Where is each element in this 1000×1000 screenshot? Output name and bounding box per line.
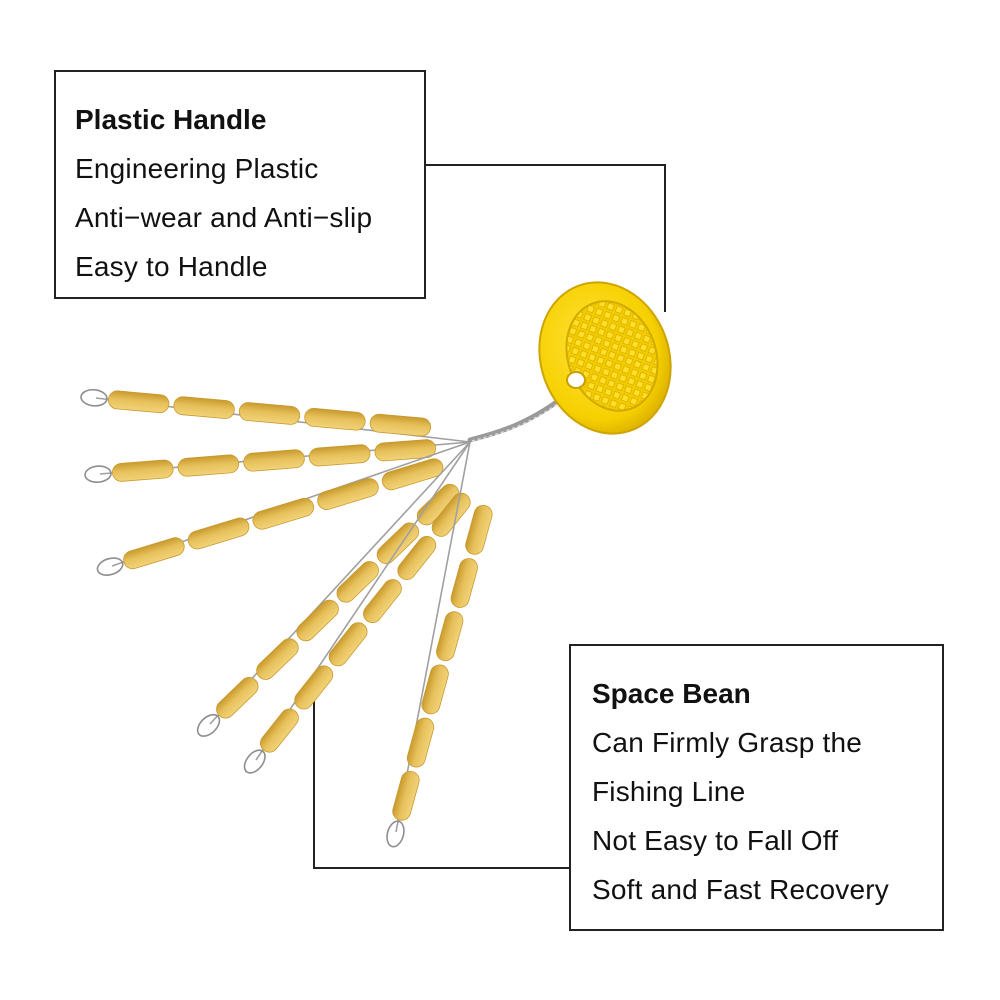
handle-hole <box>566 371 586 389</box>
space-bean <box>392 770 420 821</box>
space-bean <box>294 665 334 710</box>
space-bean <box>216 677 259 719</box>
strand-wire <box>255 441 471 761</box>
callout-title: Plastic Handle <box>75 104 267 135</box>
space-bean <box>112 459 174 482</box>
handle-leader-line <box>426 164 666 312</box>
callout-line: Easy to Handle <box>75 251 268 282</box>
strand-wire <box>209 441 471 725</box>
space-bean <box>243 449 305 472</box>
space-bean <box>308 444 371 467</box>
space-bean <box>374 439 437 462</box>
callout-line: Engineering Plastic <box>75 153 319 184</box>
callout-line: Not Easy to Fall Off <box>592 825 839 856</box>
space-bean <box>187 517 250 550</box>
strand-loop-tip <box>84 465 112 483</box>
space-bean <box>328 622 368 667</box>
bean-strands <box>80 388 493 848</box>
callout-line: Can Firmly Grasp the <box>592 727 863 758</box>
space-bean <box>363 579 402 624</box>
strand-loop-tip <box>243 749 266 774</box>
callout-title: Space Bean <box>592 678 751 709</box>
callout-line: Anti−wear and Anti−slip <box>75 202 373 233</box>
strand-loop-tip <box>96 557 124 576</box>
callout-line: Soft and Fast Recovery <box>592 874 889 905</box>
space-bean <box>173 396 235 419</box>
plastic-handle-callout: Plastic Handle Engineering Plastic Anti−… <box>54 70 426 299</box>
space-bean <box>296 599 339 642</box>
space-bean <box>238 402 301 425</box>
space-bean <box>431 492 471 537</box>
plastic-handle-disc <box>538 281 672 435</box>
space-bean <box>369 413 432 437</box>
space-bean <box>406 717 435 768</box>
space-bean <box>259 708 299 753</box>
space-bean <box>123 537 185 570</box>
strand-loop-tip <box>196 713 221 737</box>
space-bean-callout: Space Bean Can Firmly Grasp the Fishing … <box>569 644 944 931</box>
space-bean <box>177 454 240 477</box>
space-bean <box>304 408 366 431</box>
space-bean <box>252 497 315 530</box>
space-bean <box>436 611 464 662</box>
strand-loop-tip <box>80 388 108 407</box>
space-bean <box>336 561 379 603</box>
callout-line: Fishing Line <box>592 776 746 807</box>
space-bean <box>317 478 379 510</box>
space-bean <box>465 504 493 555</box>
space-bean <box>381 458 444 491</box>
space-bean <box>256 638 299 680</box>
bean-leader-line <box>313 700 569 869</box>
strand-loop-tip <box>386 820 405 848</box>
strand-wire <box>395 441 471 833</box>
space-bean <box>397 535 437 580</box>
space-bean <box>450 558 478 608</box>
space-bean <box>421 664 449 715</box>
space-bean <box>108 390 170 414</box>
